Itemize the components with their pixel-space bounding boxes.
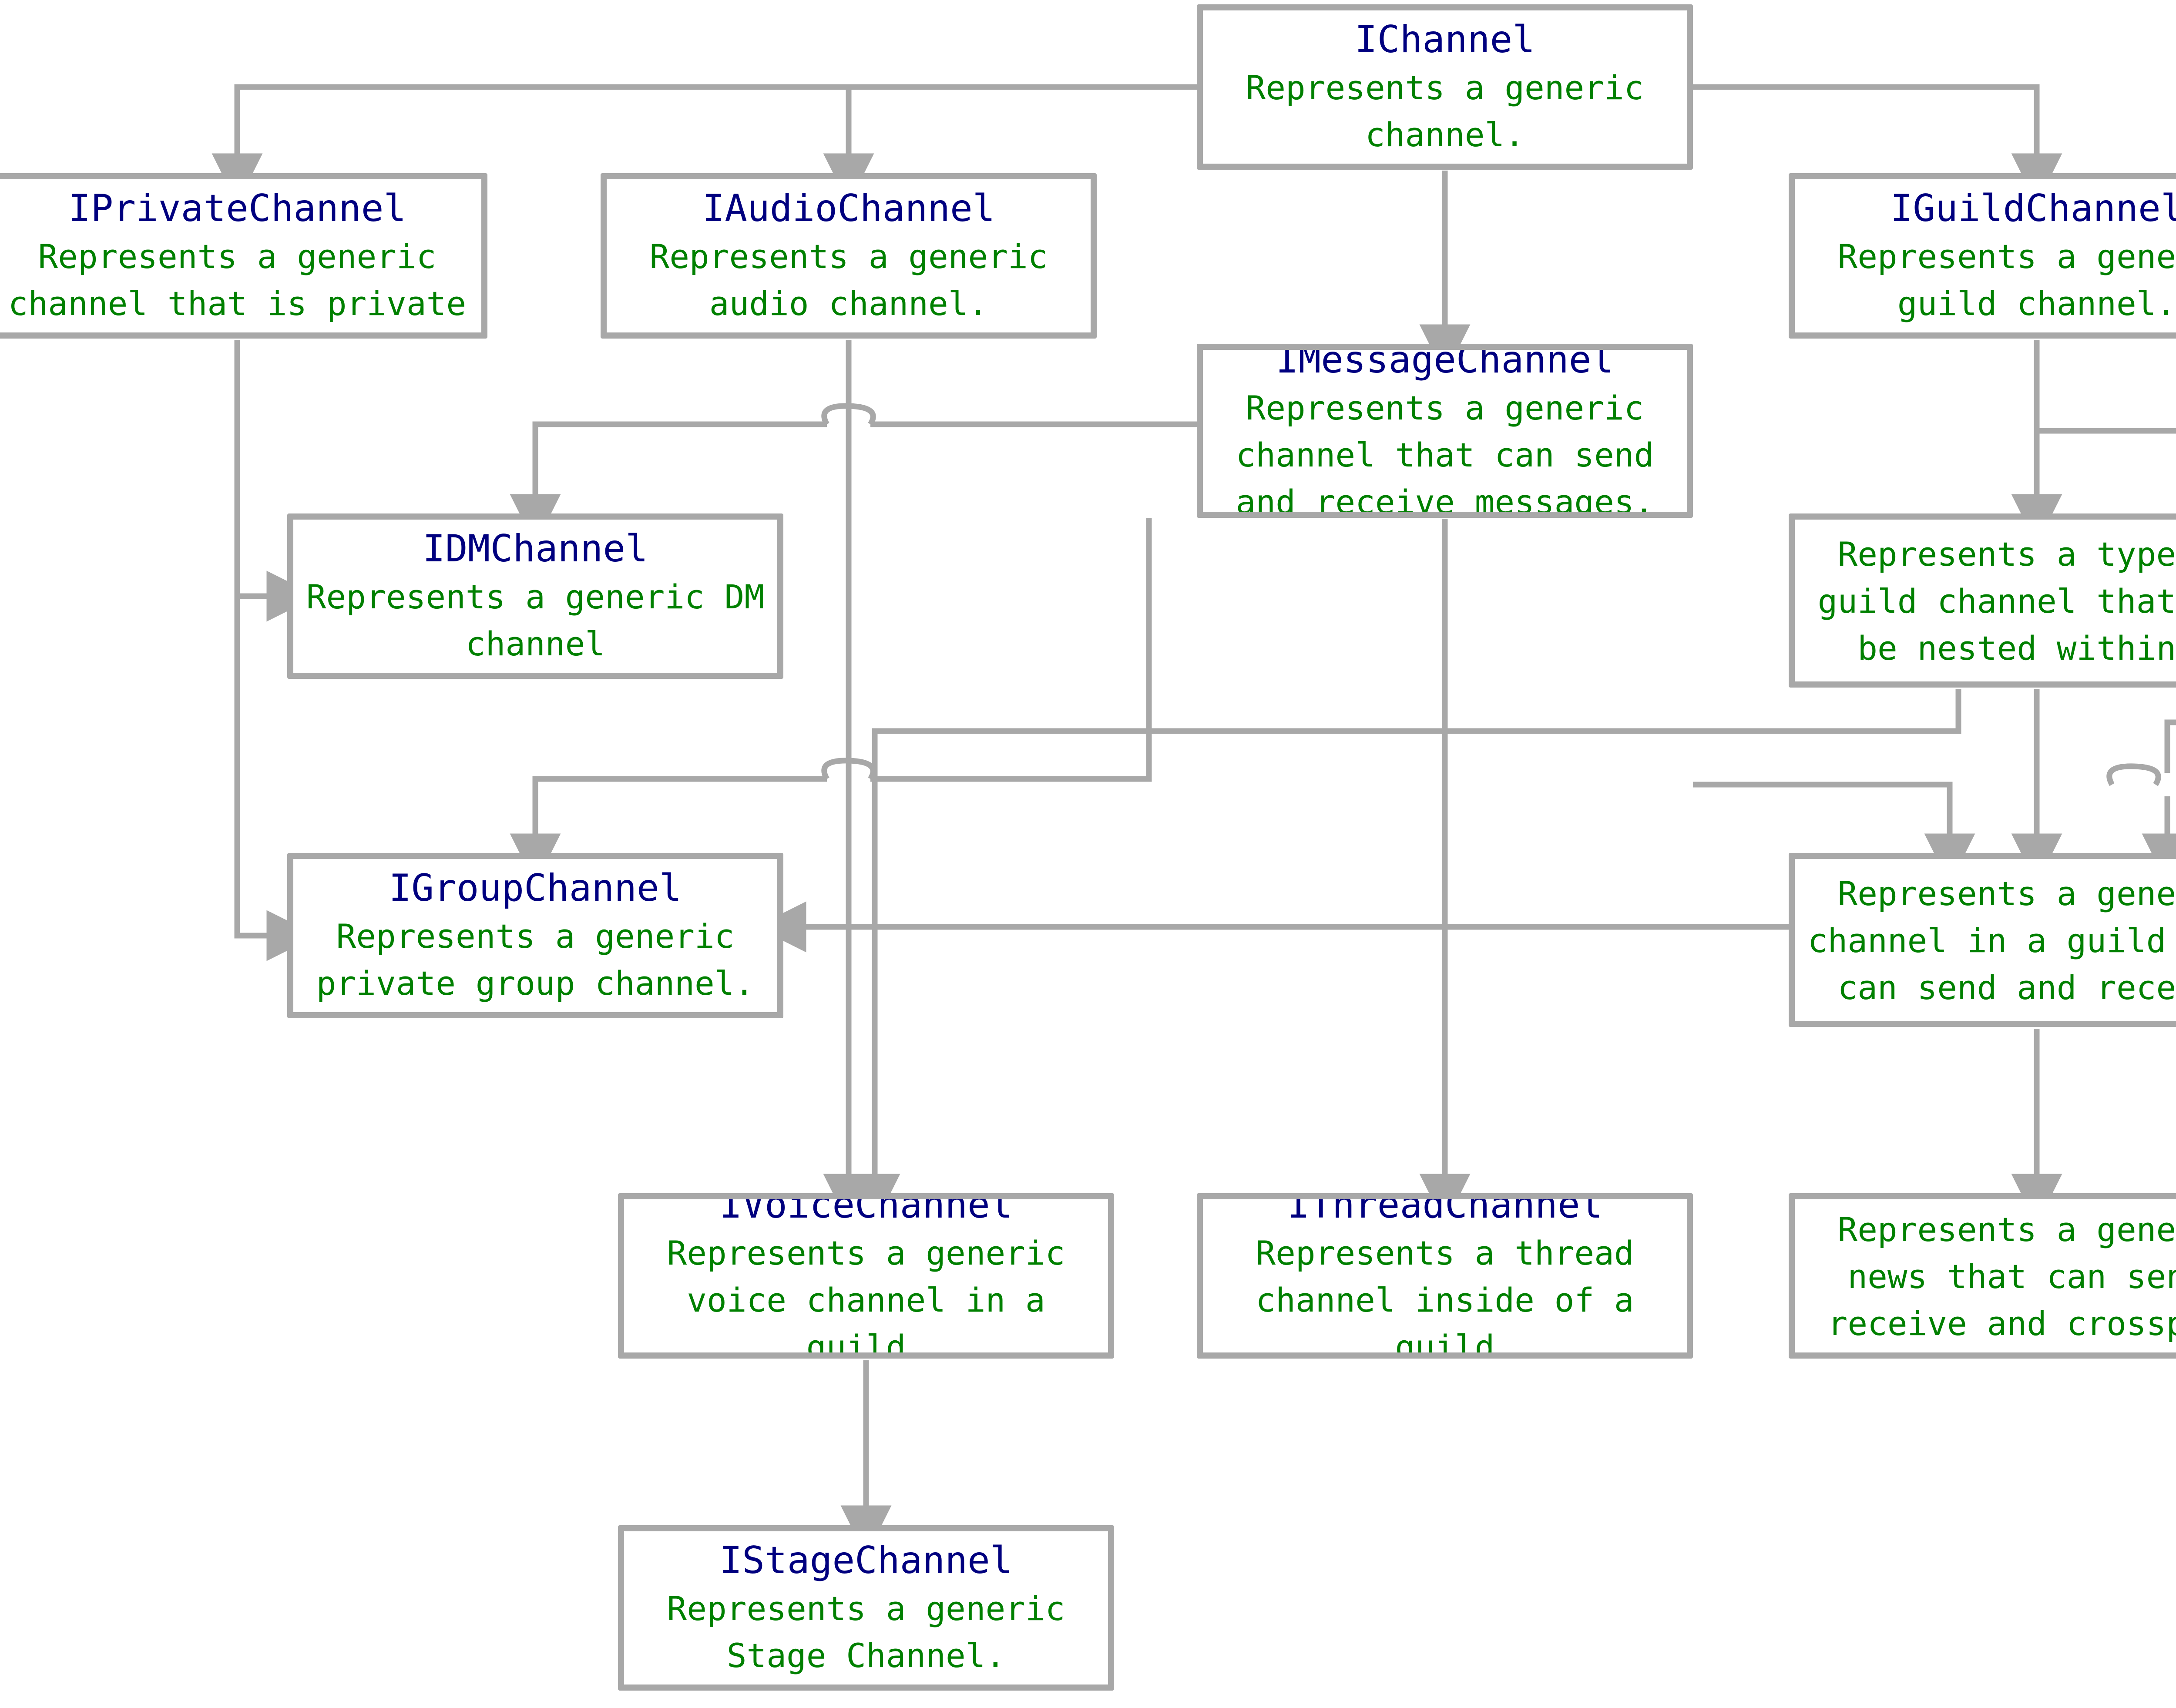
node-idmchannel[interactable]: IDMChannel Represents a generic DM chann… [287,513,783,679]
edge-group [212,84,2176,1557]
node-title: ITextChannel [1901,859,2172,870]
edge-ichannel-iprivatechannel [212,84,1200,205]
edge-ichannel-iaudiochannel [823,84,1200,205]
node-title: IAudioChannel [702,187,995,231]
node-title: IVoiceChannel [719,1193,1013,1227]
edge-imessagechannel-itextchannel [1693,782,1975,885]
node-description: Represents a generic channel that is pri… [8,237,467,323]
edge-inestedchannel-ivoicechannel-a [1219,689,1961,734]
node-iaudiochannel[interactable]: IAudioChannel Represents a generic audio… [601,173,1097,339]
edge-imessagechannel-idmchannel [535,421,1197,495]
node-description: Represents a generic Stage Channel. [667,1589,1065,1675]
node-igroupchannel[interactable]: IGroupChannel Represents a generic priva… [287,853,783,1018]
node-description: Represents a generic channel that can se… [1236,389,1654,518]
node-description: Represents a generic voice channel in a … [667,1234,1065,1359]
node-title: INewsChannel [1901,1199,2172,1206]
edge-iintegrationchannel-itextchannel [2167,719,2176,835]
edge-iprivatechannel-igroupchannel [234,340,318,961]
node-iprivatechannel[interactable]: IPrivateChannel Represents a generic cha… [0,173,487,339]
node-imessagechannel[interactable]: IMessageChannel Represents a generic cha… [1197,344,1693,518]
node-itextchannel[interactable]: ITextChannel Represents a generic channe… [1789,853,2176,1027]
node-ithreadchannel[interactable]: IThreadChannel Represents a thread chann… [1197,1193,1693,1359]
node-iguildchannel[interactable]: IGuildChannel Represents a generic guild… [1789,173,2176,339]
node-title: IPrivateChannel [68,187,406,231]
node-description: Represents a generic news that can send,… [1827,1210,2176,1352]
edge-iguildchannel-iintegrationchannel [2034,340,2176,434]
node-description: Represents a thread channel inside of a … [1256,1234,1634,1359]
node-inestedchannel[interactable]: INestedChannel Represents a type of guil… [1789,513,2176,688]
node-title: IThreadChannel [1287,1193,1603,1227]
node-title: IMessageChannel [1276,344,1614,382]
node-title: INestedChannel [1879,520,2176,531]
node-ichannel[interactable]: IChannel Represents a generic channel. [1197,4,1693,170]
edge-hop-3 [2106,763,2161,786]
node-description: Represents a generic channel in a guild … [1807,874,2176,1021]
node-description: Represents a generic channel. [1246,68,1644,154]
node-title: IStageChannel [719,1539,1013,1583]
node-title: IDMChannel [423,527,648,571]
node-title: IChannel [1354,18,1535,62]
node-description: Represents a generic private group chann… [316,916,755,1003]
node-title: IGuildChannel [1890,187,2176,231]
node-description: Represents a generic DM channel [306,577,765,663]
node-description: Represents a type of guild channel that … [1817,535,2176,681]
edge-ichannel-iguildchannel [1691,84,2062,205]
node-title: IGroupChannel [389,866,682,910]
edge-iprivatechannel-idmchannel [234,340,318,622]
edge-inestedchannel-ivoicechannel-b [849,728,1219,1225]
node-istagechannel[interactable]: IStageChannel Represents a generic Stage… [618,1525,1114,1691]
node-description: Represents a generic guild channel. [1837,237,2176,323]
node-inewschannel[interactable]: INewsChannel Represents a generic news t… [1789,1193,2176,1359]
node-description: Represents a generic audio channel. [649,237,1048,323]
node-ivoicechannel[interactable]: IVoiceChannel Represents a generic voice… [618,1193,1114,1359]
edge-imessagechannel-igroupchannel [535,518,1152,835]
